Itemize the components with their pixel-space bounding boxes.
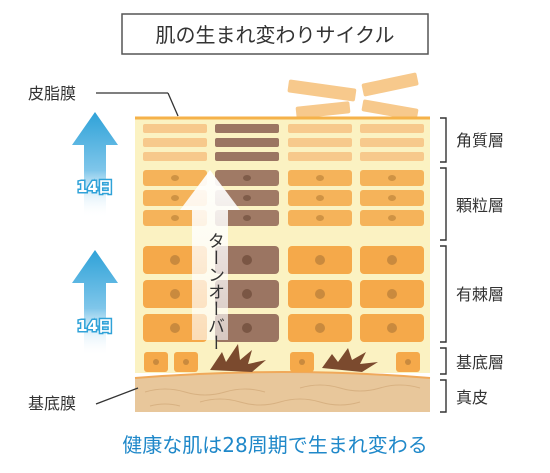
spinous-nucleus (170, 255, 180, 265)
corneum-cell (215, 152, 279, 161)
granular-nucleus (388, 195, 396, 201)
corneum-cell (215, 124, 279, 133)
granular-nucleus (316, 195, 324, 201)
bracket-granular (440, 167, 447, 241)
corneum-cell (288, 138, 352, 147)
arrow-lower-label: 14日 (77, 317, 113, 335)
layer-label-spinous: 有棘層 (456, 285, 504, 304)
stratum-granulosum-cells (143, 170, 424, 226)
granular-nucleus (171, 215, 179, 221)
layer-label-granular: 顆粒層 (456, 196, 504, 215)
melanocyte-right (322, 348, 378, 372)
sebum-membrane-label: 皮脂膜 (28, 84, 76, 103)
granular-nucleus (388, 175, 396, 181)
diagram-title: 肌の生まれ変わりサイクル (156, 23, 395, 47)
arrow-upper-label: 14日 (77, 178, 113, 196)
spinous-nucleus (315, 289, 325, 299)
turnover-arrow (180, 170, 240, 340)
corneum-cell (215, 138, 279, 147)
caption: 健康な肌は28周期で生まれ変わる (122, 433, 427, 457)
spinous-nucleus (315, 255, 325, 265)
granular-nucleus (243, 175, 251, 181)
spinous-nucleus (387, 323, 397, 333)
corneum-cell (143, 138, 207, 147)
sebum-leader-d (167, 92, 179, 117)
granular-nucleus (171, 175, 179, 181)
basement-leader (95, 387, 139, 405)
layer-label-basal: 基底層 (456, 353, 504, 372)
flaking-cells (287, 72, 419, 121)
stratum-basale-cells (144, 344, 420, 372)
granular-nucleus (171, 195, 179, 201)
spinous-nucleus (242, 323, 252, 333)
corneum-cell (288, 152, 352, 161)
spinous-nucleus (387, 255, 397, 265)
stratum-spinosum-cells (143, 246, 424, 342)
title-box: 肌の生まれ変わりサイクル (121, 13, 429, 55)
granular-nucleus (316, 175, 324, 181)
basement-membrane-label: 基底膜 (28, 394, 76, 413)
spinous-nucleus (170, 323, 180, 333)
melanocyte-left (210, 344, 266, 372)
corneum-cell (143, 124, 207, 133)
corneum-cell (288, 124, 352, 133)
spinous-nucleus (170, 289, 180, 299)
turnover-label: ターンオーバー (204, 232, 224, 351)
corneum-cell (360, 152, 424, 161)
layer-brackets (440, 117, 447, 413)
granular-nucleus (243, 215, 251, 221)
spinous-nucleus (242, 255, 252, 265)
granular-nucleus (388, 215, 396, 221)
granular-nucleus (243, 195, 251, 201)
bracket-dermis (440, 379, 447, 413)
bracket-spinous (440, 245, 447, 343)
spinous-nucleus (242, 289, 252, 299)
dermis (134, 371, 431, 412)
corneum-cell (360, 124, 424, 133)
stratum-corneum-cells (143, 124, 424, 161)
bracket-corneum (440, 117, 447, 163)
bracket-basal (440, 347, 447, 375)
arrow-upper (72, 112, 118, 218)
spinous-nucleus (387, 289, 397, 299)
layer-label-corneum: 角質層 (456, 131, 504, 150)
corneum-cell (360, 138, 424, 147)
spinous-nucleus (315, 323, 325, 333)
layer-label-dermis: 真皮 (456, 388, 488, 407)
arrow-lower (72, 250, 118, 356)
granular-nucleus (316, 215, 324, 221)
corneum-cell (143, 152, 207, 161)
